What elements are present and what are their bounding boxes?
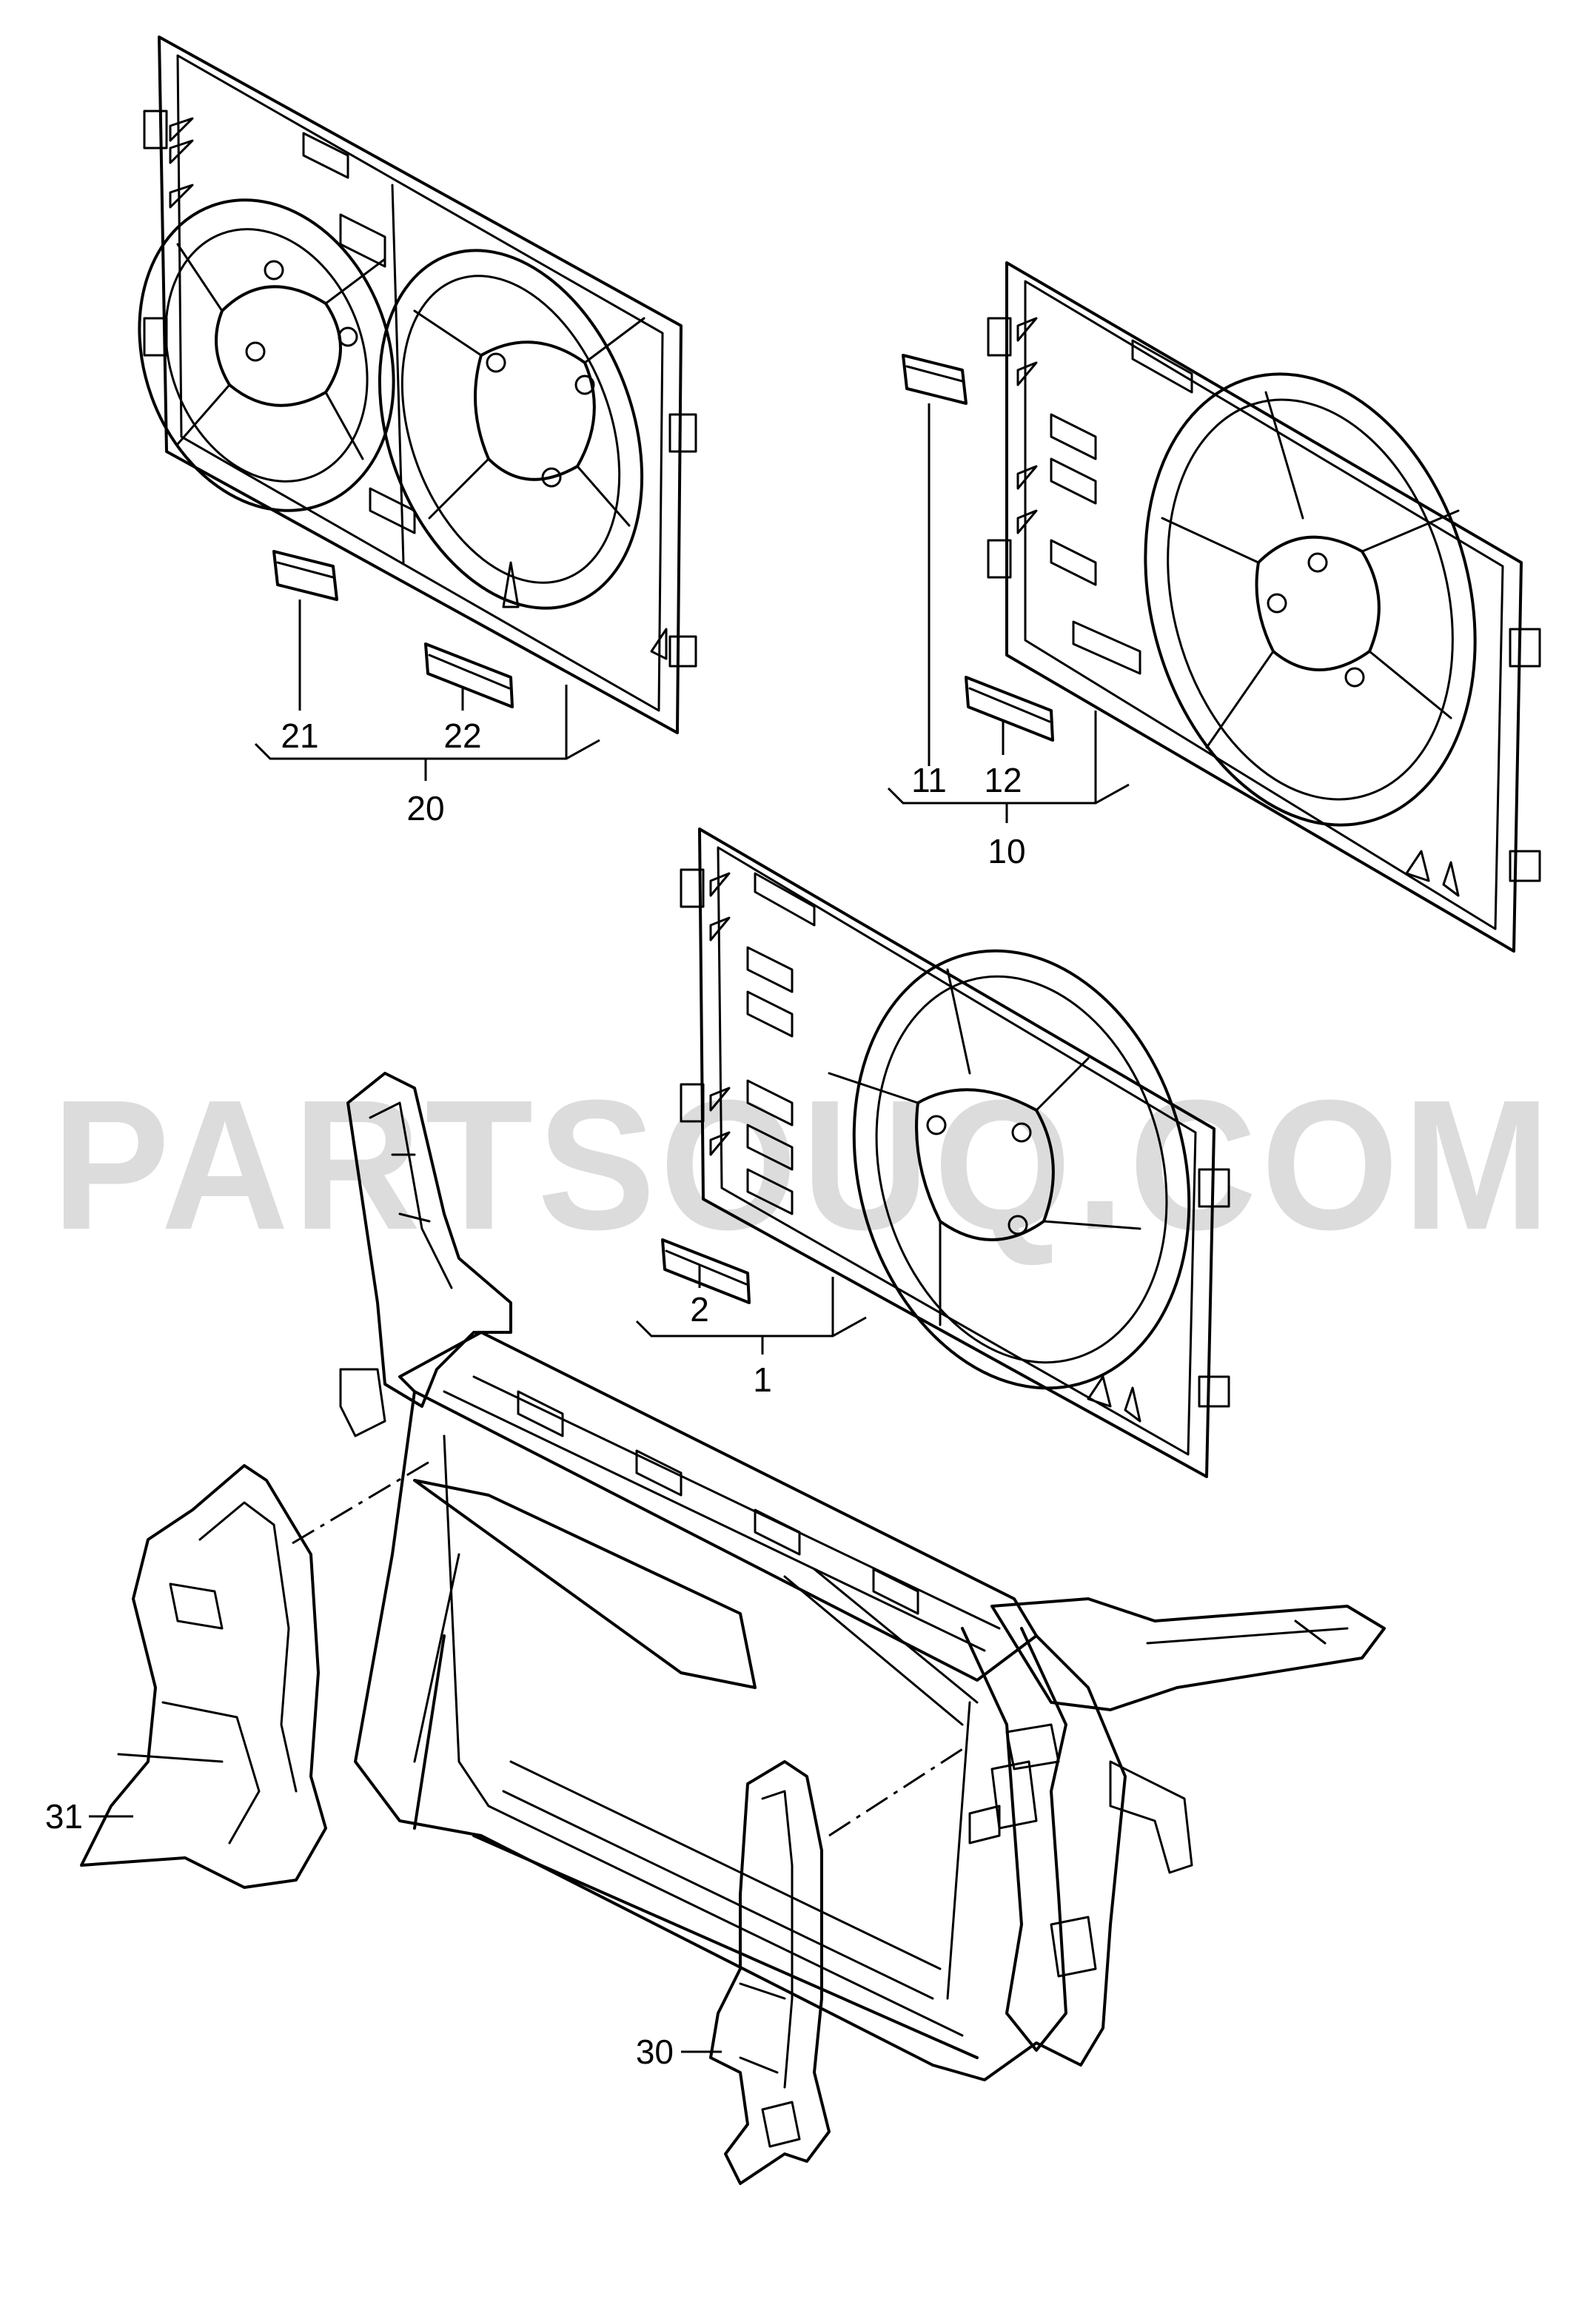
callout-11: 11 (911, 761, 947, 799)
install-line-30 (828, 1745, 967, 1837)
fan-shroud-dual (138, 36, 697, 734)
bracket-1 (635, 1316, 867, 1355)
callout-20: 20 (406, 789, 444, 828)
fan-shroud-single-middle (680, 828, 1230, 1478)
callout-22: 22 (443, 716, 481, 755)
clip-11 (902, 354, 968, 405)
watermark-text: PARTSOUQ.COM (52, 1061, 1555, 1268)
air-guide-31 (80, 1464, 327, 1889)
install-line-31 (292, 1460, 430, 1545)
clip-22 (424, 642, 514, 708)
clip-21 (272, 550, 338, 601)
callout-10: 10 (988, 832, 1025, 870)
front-carrier-lock-carrier (339, 1072, 1386, 2081)
callout-31: 31 (45, 1797, 83, 1836)
air-guide-30 (709, 1760, 831, 2185)
bracket-20 (254, 739, 600, 781)
callout-30: 30 (636, 2033, 674, 2071)
callout-1: 1 (753, 1360, 772, 1399)
clip-12 (965, 676, 1054, 742)
callout-21: 21 (281, 716, 318, 755)
callout-2: 2 (690, 1290, 709, 1329)
bracket-10 (887, 783, 1130, 823)
callout-12: 12 (984, 761, 1022, 799)
clip-2 (661, 1238, 751, 1304)
fan-shroud-single-large (987, 261, 1541, 953)
